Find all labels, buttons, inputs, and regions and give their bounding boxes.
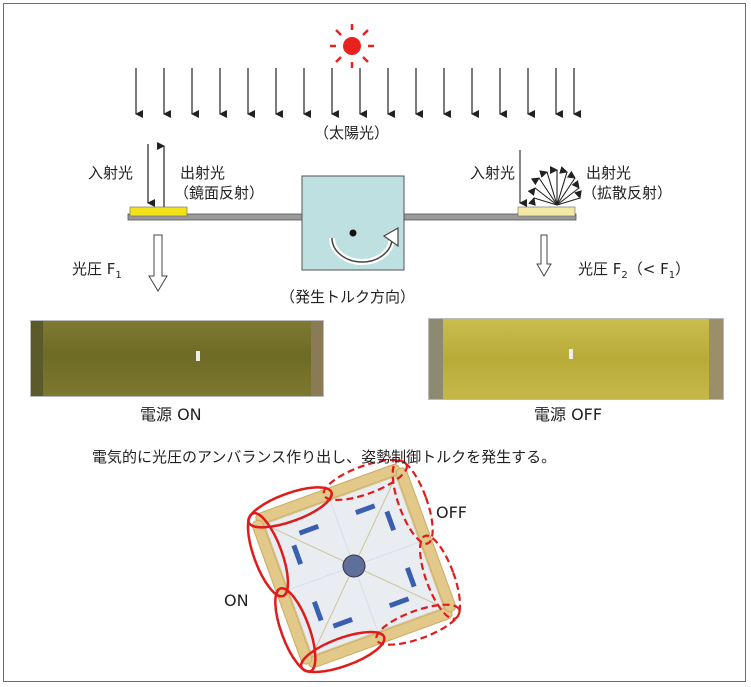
spacecraft-body [302, 176, 404, 270]
left-pressure-arrow [149, 235, 167, 291]
left-specular-panel [130, 207, 187, 216]
rotation-center [350, 230, 357, 237]
summary-text: 電気的に光圧のアンバランス作り出し、姿勢制御トルクを発生する。 [92, 448, 556, 466]
right-outgoing-label: 出射光 [586, 164, 631, 182]
sunlight-label: （太陽光） [314, 124, 389, 142]
right-light-arrows [520, 150, 580, 205]
torque-direction-label: （発生トルク方向） [280, 288, 415, 306]
sun-icon [330, 24, 374, 68]
right-outgoing-note: （拡散反射） [582, 184, 672, 202]
photo-power-off [428, 318, 724, 400]
left-pressure-label: 光圧 F1 [72, 260, 122, 285]
sunlight-arrows [136, 68, 574, 114]
right-pressure-arrow [537, 235, 551, 276]
right-pressure-label: 光圧 F2（< F1） [578, 260, 690, 285]
off-label: OFF [436, 504, 467, 522]
left-outgoing-label: 出射光 [180, 164, 225, 182]
right-incident-label: 入射光 [470, 164, 515, 182]
photo-left-caption: 電源 ON [140, 406, 202, 424]
photo-right-caption: 電源 OFF [534, 406, 602, 424]
diffuse-reflection-icon [534, 170, 580, 205]
left-incident-label: 入射光 [88, 164, 133, 182]
on-label: ON [224, 592, 249, 610]
left-outgoing-note: （鏡面反射） [174, 184, 264, 202]
left-light-arrows [148, 144, 164, 207]
sail-diagram [237, 449, 470, 682]
photo-power-on [30, 320, 324, 397]
right-diffuse-panel [518, 207, 575, 216]
